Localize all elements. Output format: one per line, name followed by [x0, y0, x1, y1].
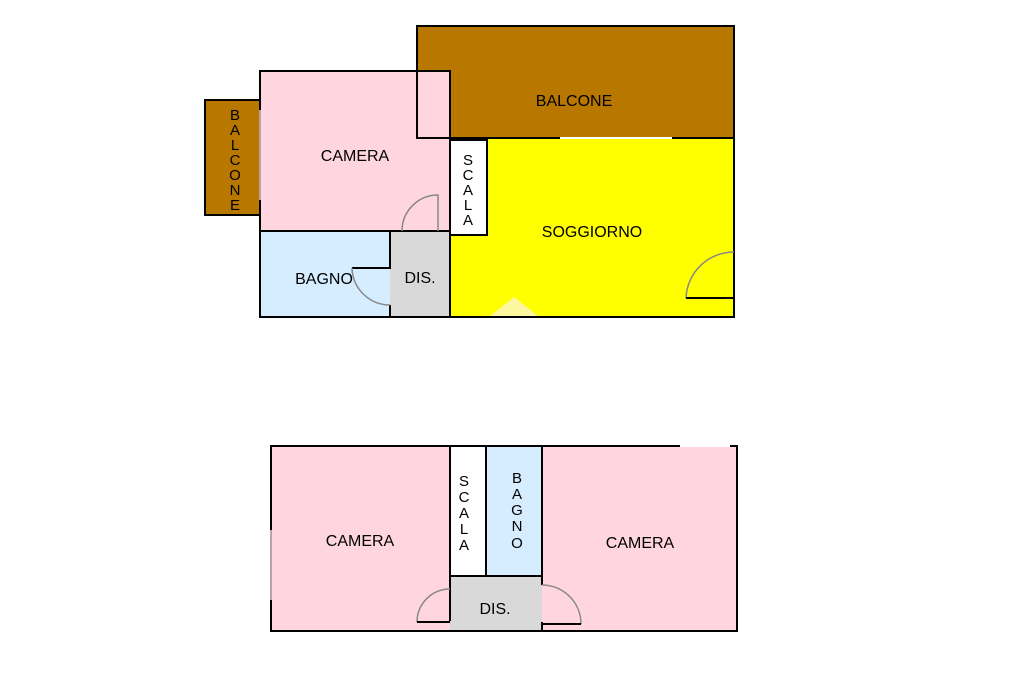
label-scala-upper: S C A L A	[463, 152, 474, 229]
label-bagno-lower-letter: O	[511, 535, 523, 552]
label-scala-lower-letter: C	[459, 489, 470, 506]
label-bagno-lower-letter: N	[512, 518, 523, 535]
room-balcone-side	[205, 100, 260, 215]
room-balcone-top	[417, 26, 734, 138]
label-scala-lower-letter: A	[459, 537, 469, 554]
room-camera-right	[542, 446, 737, 631]
label-balcone-side-letter: A	[230, 122, 240, 139]
label-balcone-top: BALCONE	[536, 93, 612, 110]
door-arc-camera	[401, 194, 439, 232]
label-balcone-side-letter: O	[229, 167, 241, 184]
label-balcone-side-letter: L	[231, 137, 239, 154]
label-balcone-side-letter: E	[230, 197, 240, 214]
label-scala-lower: S C A L A	[459, 473, 470, 554]
lower-floor: CAMERA CAMERA DIS. S C A L A B A G N O	[270, 445, 738, 632]
door-arc-camera-right	[541, 584, 582, 625]
label-soggiorno: SOGGIORNO	[542, 224, 642, 241]
label-scala-lower-letter: A	[459, 505, 469, 522]
label-camera-right: CAMERA	[606, 535, 675, 552]
wall-bagno-upper	[352, 231, 391, 269]
label-scala-upper-letter: A	[463, 212, 473, 229]
label-scala-upper-letter: C	[463, 167, 474, 184]
label-bagno-lower: B A G N O	[511, 470, 523, 552]
label-camera-left: CAMERA	[326, 533, 395, 550]
label-scala-lower-letter: S	[459, 473, 469, 490]
label-dis-lower: DIS.	[479, 601, 510, 618]
label-scala-upper-letter: S	[463, 152, 473, 169]
label-bagno-lower-letter: B	[512, 470, 522, 487]
room-bagno-lower	[486, 446, 542, 576]
upper-floor: BALCONE CAMERA SOGGIORNO BAGNO DIS. B A …	[204, 25, 735, 318]
room-scala-upper	[450, 140, 487, 235]
label-bagno-upper: BAGNO	[295, 271, 353, 288]
door-arc-bagno	[351, 267, 391, 306]
wall-scala-upper	[449, 139, 488, 236]
label-dis-upper: DIS.	[404, 270, 435, 287]
room-dis-upper	[390, 231, 450, 317]
room-camera-upper	[260, 71, 450, 231]
room-scala-lower	[450, 446, 486, 576]
label-balcone-side-letter: B	[230, 107, 240, 124]
door-arc-soggiorno	[685, 251, 735, 299]
room-soggiorno	[450, 138, 734, 317]
room-bagno-upper	[260, 231, 390, 317]
label-balcone-side-letter: N	[230, 182, 241, 199]
label-balcone-side-letter: C	[230, 152, 241, 169]
label-scala-upper-letter: A	[463, 182, 473, 199]
room-dis-lower	[450, 576, 542, 631]
label-camera-upper: CAMERA	[321, 148, 390, 165]
label-balcone-side: B A L C O N E	[229, 107, 241, 214]
label-bagno-lower-letter: G	[511, 502, 523, 519]
label-scala-lower-letter: L	[460, 521, 468, 538]
entrance-marker	[490, 297, 538, 316]
label-bagno-lower-letter: A	[512, 486, 522, 503]
door-arc-camera-left	[416, 588, 451, 623]
label-scala-upper-letter: L	[464, 197, 472, 214]
room-camera-left	[271, 446, 450, 631]
wall-outer-upper	[259, 138, 735, 318]
